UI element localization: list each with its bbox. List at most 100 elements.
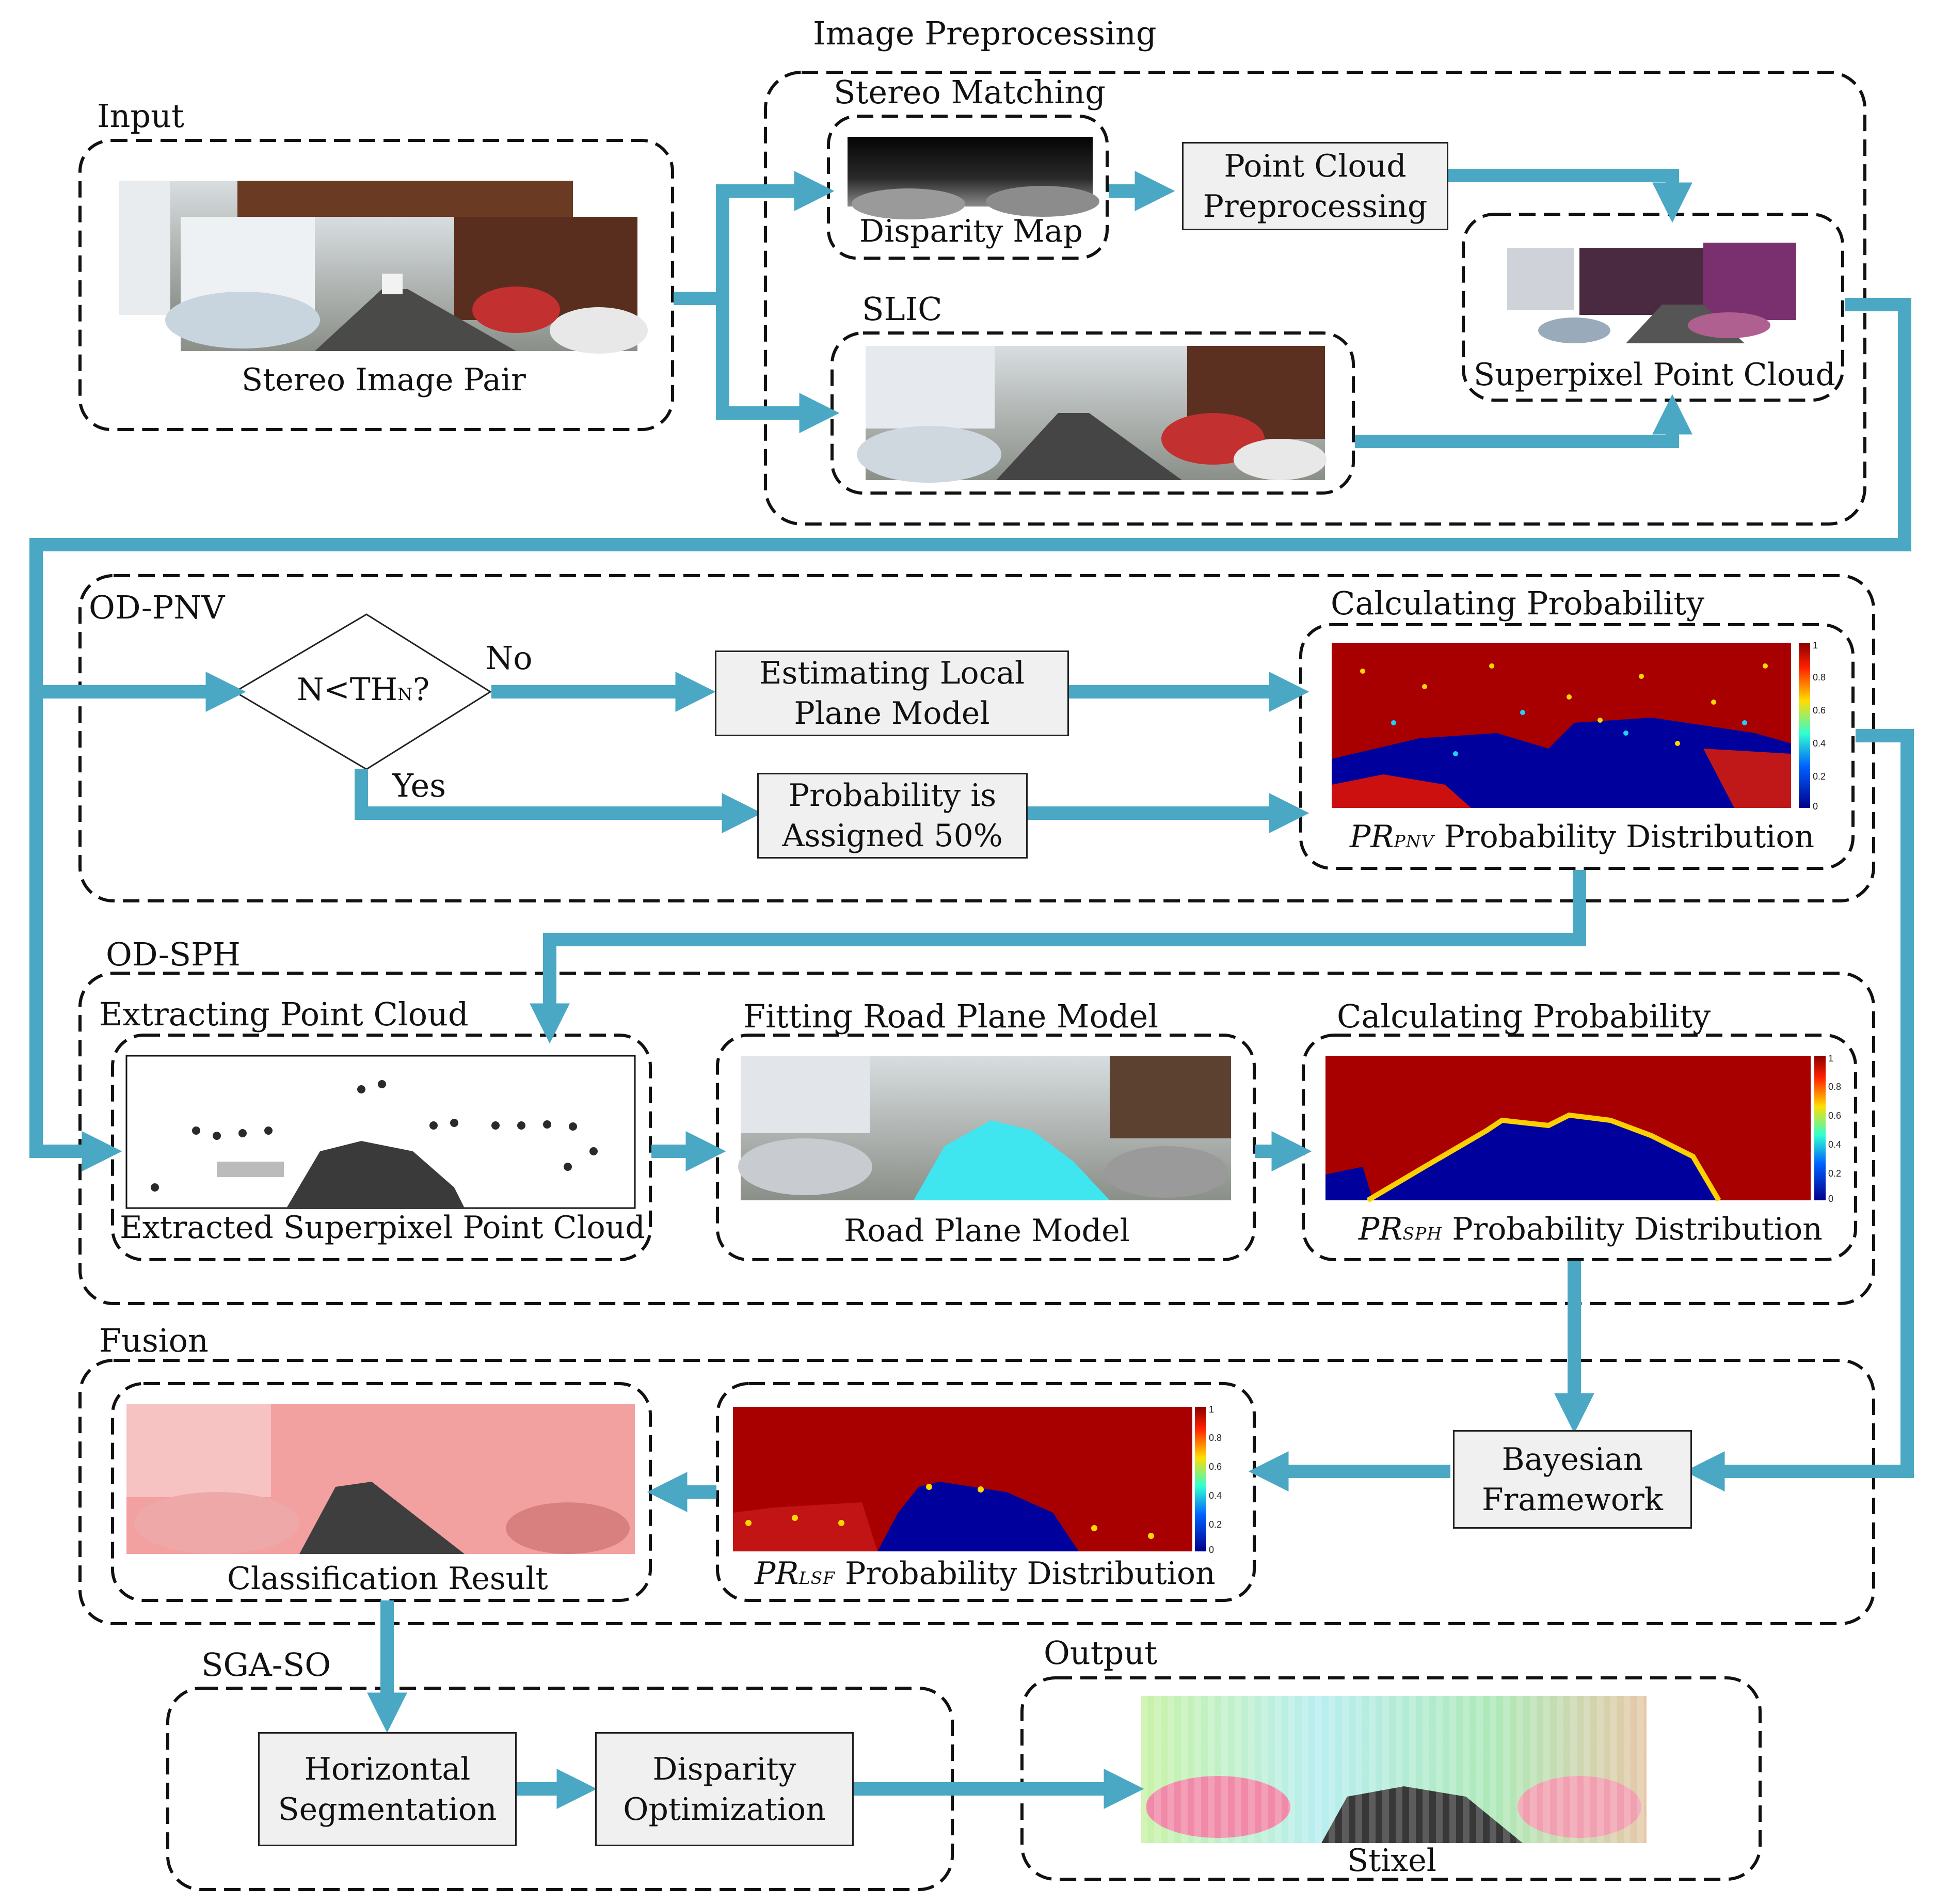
label-extracting-point-cloud: Extracting Point Cloud xyxy=(99,995,469,1033)
caption-superpixel-point-cloud: Superpixel Point Cloud xyxy=(1474,357,1835,393)
label-sga-so: SGA-SO xyxy=(201,1646,331,1684)
label-calculating-probability-1: Calculating Probability xyxy=(1331,584,1705,622)
arrow-to-stereo xyxy=(716,171,835,298)
pnv-tick: 0.2 xyxy=(1813,771,1826,782)
caption-lsf-distribution: PRLSF Probability Distribution xyxy=(755,1555,1216,1592)
caption-stereo-image-pair: Stereo Image Pair xyxy=(242,362,526,398)
arrow-pnv-to-extract xyxy=(530,870,1586,1044)
arrow-yes-branch xyxy=(355,769,762,833)
lsf-pr-symbol: PR xyxy=(755,1556,799,1592)
lsf-subscript: LSF xyxy=(798,1568,835,1588)
label-stereo-matching: Stereo Matching xyxy=(834,73,1106,111)
caption-stixel: Stixel xyxy=(1347,1843,1436,1879)
pnv-probability-map xyxy=(1332,643,1810,808)
decision-subscript: N xyxy=(397,684,413,704)
pnv-rest: Probability Distribution xyxy=(1434,819,1815,855)
caption-disparity-map: Disparity Map xyxy=(859,213,1083,249)
sph-tick: 0.4 xyxy=(1828,1139,1842,1150)
label-fitting-road-plane: Fitting Road Plane Model xyxy=(743,997,1159,1035)
sph-tick: 0 xyxy=(1828,1194,1834,1204)
lsf-tick: 0 xyxy=(1209,1545,1215,1555)
classification-result-image xyxy=(126,1404,635,1554)
pnv-probability-frame xyxy=(1299,623,1855,870)
label-fusion: Fusion xyxy=(99,1322,209,1359)
decision-label: N<THN? xyxy=(297,671,429,708)
pc-pre-line2: Preprocessing xyxy=(1203,188,1428,225)
do-line2: Optimization xyxy=(623,1791,826,1828)
pnv-tick: 0.4 xyxy=(1813,738,1826,749)
label-calculating-probability-2: Calculating Probability xyxy=(1337,997,1711,1035)
lsf-tick: 0.2 xyxy=(1209,1519,1222,1530)
sga-so-section xyxy=(166,1687,954,1891)
pnv-pr-symbol: PR xyxy=(1350,819,1394,855)
label-slic: SLIC xyxy=(862,290,942,328)
est-line1: Estimating Local xyxy=(759,655,1025,691)
label-od-sph: OD-SPH xyxy=(106,935,241,973)
road-plane-model-image xyxy=(738,1056,1231,1200)
pc-pre-line1: Point Cloud xyxy=(1224,148,1407,184)
slic-image xyxy=(857,346,1327,483)
caption-extracted-cloud: Extracted Superpixel Point Cloud xyxy=(120,1210,645,1246)
bayes-line1: Bayesian xyxy=(1501,1441,1643,1478)
pnv-tick: 0.8 xyxy=(1813,672,1826,683)
pnv-tick: 0.6 xyxy=(1813,705,1826,716)
decision-no-label: No xyxy=(485,639,533,677)
label-input: Input xyxy=(97,97,184,135)
lsf-probability-map xyxy=(733,1407,1206,1551)
lsf-tick: 0.4 xyxy=(1209,1490,1222,1501)
decision-question: ? xyxy=(413,672,430,708)
label-od-pnv: OD-PNV xyxy=(89,589,225,626)
est-line2: Plane Model xyxy=(794,695,990,732)
decision-text: N<TH xyxy=(297,672,398,708)
fusion-section xyxy=(78,1359,1875,1625)
caption-classification-result: Classification Result xyxy=(227,1561,548,1597)
bayes-line2: Framework xyxy=(1481,1481,1663,1518)
disparity-highlight xyxy=(852,188,965,219)
arrow-slic-to-superpixel xyxy=(1355,394,1692,448)
input-section xyxy=(78,139,674,431)
arrow-superpixel-to-odpnv xyxy=(29,298,1911,712)
label-image-preprocessing: Image Preprocessing xyxy=(813,14,1157,52)
arrow-to-slic xyxy=(716,298,840,433)
lsf-probability-frame xyxy=(716,1382,1256,1602)
sph-tick: 0.2 xyxy=(1828,1168,1842,1179)
lsf-tick: 1 xyxy=(1209,1404,1215,1415)
decision-yes-label: Yes xyxy=(392,767,446,804)
prob-line1: Probability is xyxy=(788,778,997,814)
od-sph-section xyxy=(78,972,1875,1305)
pnv-subscript: PNV xyxy=(1394,831,1434,851)
hs-line2: Segmentation xyxy=(278,1791,497,1828)
stereo-image-pair xyxy=(119,181,648,354)
prob-line2: Assigned 50% xyxy=(782,818,1003,854)
stixel-output-image xyxy=(1141,1696,1647,1843)
disparity-highlight xyxy=(986,186,1099,217)
label-output: Output xyxy=(1044,1634,1158,1672)
lsf-rest: Probability Distribution xyxy=(835,1556,1216,1592)
arrow-pnv-to-bayes xyxy=(1684,729,1914,1492)
sph-subscript: SPH xyxy=(1402,1224,1443,1244)
sph-tick: 0.8 xyxy=(1828,1082,1842,1092)
extracted-point-cloud-image xyxy=(125,1055,636,1209)
lsf-tick: 0.6 xyxy=(1209,1462,1222,1472)
output-section xyxy=(1020,1676,1762,1881)
caption-road-plane-model: Road Plane Model xyxy=(844,1213,1130,1249)
lsf-tick: 0.8 xyxy=(1209,1433,1222,1443)
do-line1: Disparity xyxy=(652,1751,796,1787)
caption-sph-distribution: PRSPH Probability Distribution xyxy=(1359,1211,1823,1248)
hs-line1: Horizontal xyxy=(304,1751,471,1787)
pnv-tick: 1 xyxy=(1813,640,1818,650)
pnv-tick: 0 xyxy=(1813,801,1818,812)
sph-probability-map xyxy=(1325,1056,1826,1203)
sph-rest: Probability Distribution xyxy=(1442,1211,1823,1247)
slic-frame xyxy=(830,331,1355,495)
probability-assigned-box: Probability is Assigned 50% xyxy=(757,773,1028,859)
superpixel-point-cloud-image xyxy=(1502,237,1801,346)
arrow-left-trunk xyxy=(29,692,122,1171)
sph-pr-symbol: PR xyxy=(1359,1211,1403,1247)
